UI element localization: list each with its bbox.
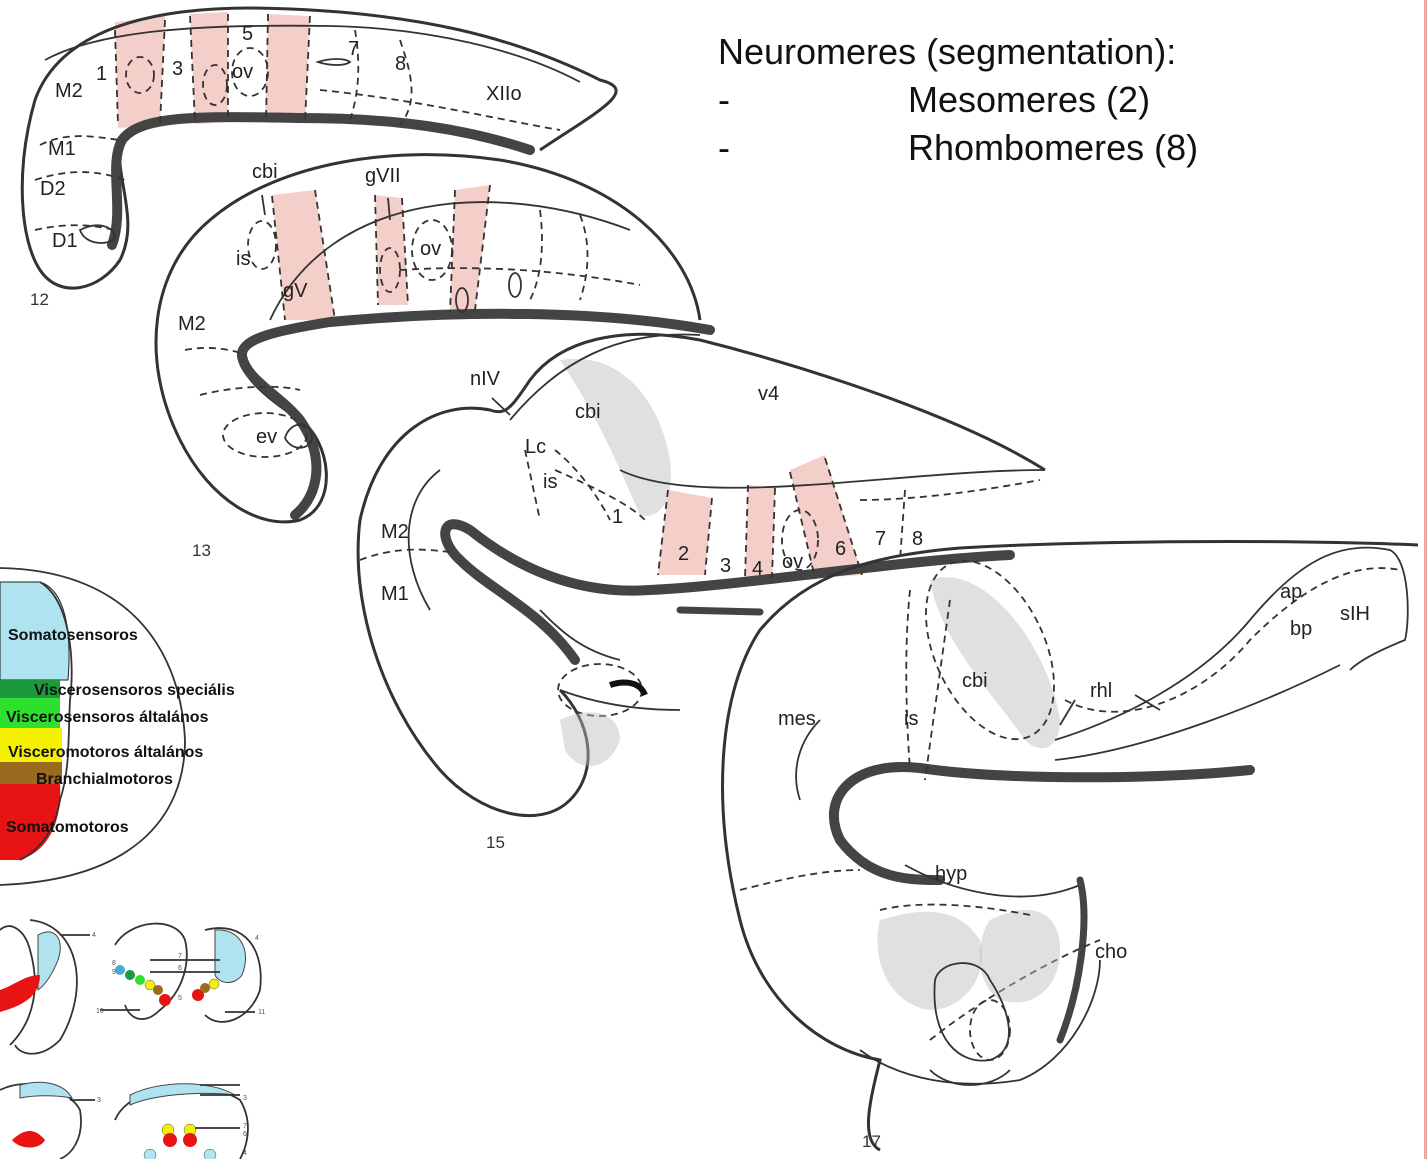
- label-r8: 8: [395, 53, 406, 75]
- label-r6-15: 6: [835, 538, 846, 560]
- legend-label-4: Branchialmotoros: [36, 771, 173, 788]
- stage-13-number: 13: [192, 541, 211, 560]
- label-m2-13: M2: [178, 313, 206, 335]
- heading-item-rhombomeres: - Rhombomeres (8): [718, 124, 1198, 172]
- label-is-17: is: [904, 708, 918, 730]
- section-label-10: 10: [96, 1008, 104, 1015]
- label-ov-13: ov: [420, 238, 441, 260]
- label-m2: M2: [55, 80, 83, 102]
- legend-label-2: Viscerosensoros általános: [6, 709, 209, 726]
- section-label-6: 6: [178, 965, 182, 972]
- label-mes: mes: [778, 708, 816, 730]
- label-cbi-17: cbi: [962, 670, 988, 692]
- label-r8-15: 8: [912, 528, 923, 550]
- label-r1-15: 1: [612, 506, 623, 528]
- label-d2: D2: [40, 178, 66, 200]
- label-cbi-15: cbi: [575, 401, 601, 423]
- label-rhl: rhl: [1090, 680, 1112, 702]
- stage-17-number: 17: [862, 1132, 881, 1151]
- heading-title: Neuromeres (segmentation):: [718, 28, 1198, 76]
- stage-12-number: 12: [30, 290, 49, 309]
- section-label-8: 8: [112, 960, 116, 967]
- stage-15-number: 15: [486, 833, 505, 852]
- stage-15-neural-tube-wall: [445, 524, 1010, 660]
- label-is-15: is: [543, 471, 557, 493]
- section-label-7: 7: [178, 953, 182, 960]
- brainstem-cross-sections: 4 8 9 7 6 5 10 11 4 3: [0, 920, 265, 1159]
- legend-label-1: Viscerosensoros speciális: [34, 682, 235, 699]
- heading-item-mesomeres: - Mesomeres (2): [718, 76, 1198, 124]
- label-r1: 1: [96, 63, 107, 85]
- rhombomere-band-5: [265, 14, 310, 122]
- label-r3-15: 3: [720, 555, 731, 577]
- section-label-6b: 6: [243, 1131, 247, 1138]
- label-lc: Lc: [525, 436, 546, 458]
- label-r2-15: 2: [678, 543, 689, 565]
- legend-label-5: Somatomotoros: [6, 819, 129, 836]
- section-label-3a: 3: [97, 1097, 101, 1104]
- stage-13-outline: [156, 155, 700, 522]
- label-sih: sIH: [1340, 603, 1370, 625]
- label-cho: cho: [1095, 941, 1127, 963]
- section-label-4c: 4: [243, 1150, 247, 1157]
- label-r7: 7: [348, 38, 359, 60]
- heading-item-text: Rhombomeres (8): [908, 124, 1198, 172]
- column-legend: Somatosensoros Viscerosensoros speciális…: [0, 568, 235, 885]
- stage-17-outline: [723, 542, 1418, 1150]
- section-label-9: 9: [112, 969, 116, 976]
- stage-13-figure: cbi gVII ov is gV M2 ev 13: [156, 155, 710, 560]
- bullet-dash: -: [718, 124, 908, 172]
- neuromere-heading: Neuromeres (segmentation): - Mesomeres (…: [718, 28, 1198, 172]
- section-label-4b: 4: [255, 935, 259, 942]
- label-cbi-13: cbi: [252, 161, 278, 183]
- bullet-dash: -: [718, 76, 908, 124]
- label-ap: ap: [1280, 581, 1302, 603]
- heading-item-text: Mesomeres (2): [908, 76, 1150, 124]
- legend-label-3: Visceromotoros általános: [8, 744, 203, 761]
- label-r4-15: 4: [752, 558, 763, 580]
- label-m1: M1: [48, 138, 76, 160]
- label-bp: bp: [1290, 618, 1312, 640]
- label-hyp: hyp: [935, 863, 967, 885]
- section-label-11: 11: [258, 1009, 265, 1016]
- label-r7-15: 7: [875, 528, 886, 550]
- stage-17-neural-tube-wall: [834, 767, 1250, 880]
- label-ev: ev: [256, 426, 277, 448]
- label-xii: XIIo: [486, 83, 522, 105]
- label-niv: nIV: [470, 368, 501, 390]
- section-label-4a: 4: [92, 932, 96, 939]
- label-gv: gV: [283, 280, 308, 302]
- section-label-7b: 7: [243, 1123, 247, 1130]
- label-ov-15: ov: [782, 551, 803, 573]
- label-gvii: gVII: [365, 165, 401, 187]
- legend-label-0: Somatosensoros: [8, 627, 138, 644]
- label-d1: D1: [52, 230, 78, 252]
- label-v4: v4: [758, 383, 779, 405]
- label-m1-15: M1: [381, 583, 409, 605]
- section-label-3b: 3: [243, 1095, 247, 1102]
- cerebellum-stipple-15: [560, 359, 671, 516]
- label-r3: 3: [172, 58, 183, 80]
- label-r5: 5: [242, 23, 253, 45]
- stage-17-figure: ap sIH bp cbi rhl mes is hyp cho 17: [723, 541, 1418, 1151]
- label-ov: ov: [232, 61, 253, 83]
- label-is-13: is: [236, 248, 250, 270]
- section-label-5: 5: [178, 995, 182, 1002]
- label-m2-15: M2: [381, 521, 409, 543]
